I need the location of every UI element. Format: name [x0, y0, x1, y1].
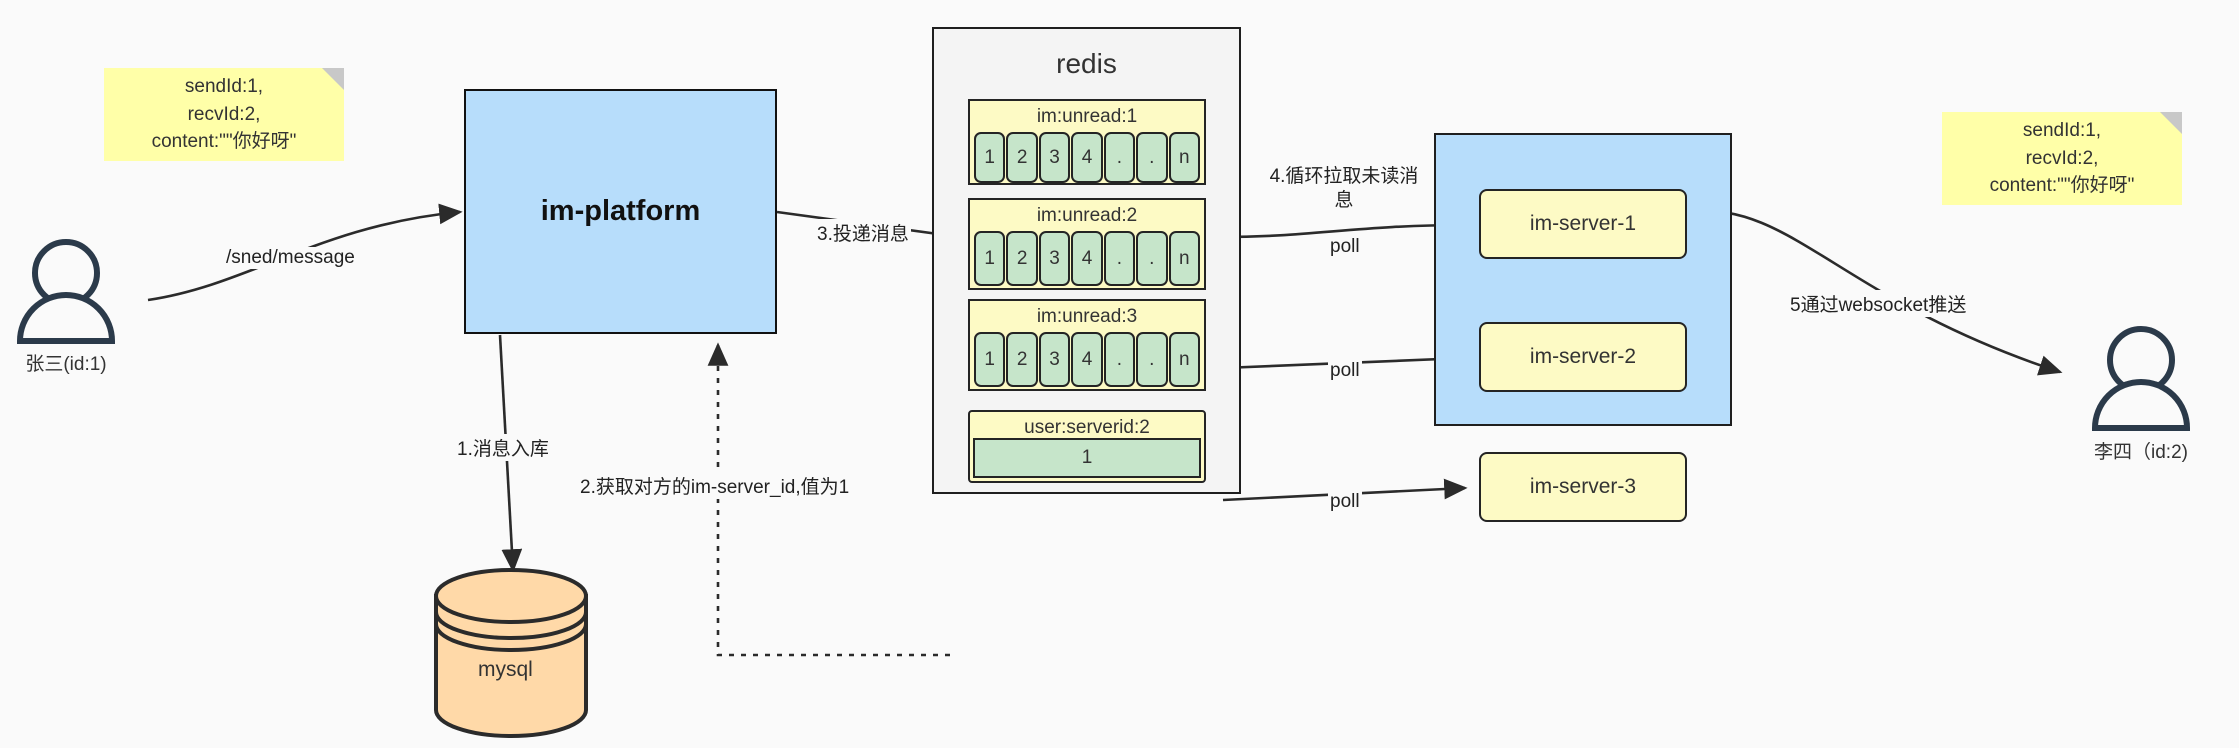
note-left-line2: recvId:2,	[187, 103, 261, 125]
note-left-line3: content:""你好呀"	[151, 131, 297, 153]
queue-cell: .	[1136, 231, 1168, 286]
sticky-note-left: sendId:1, recvId:2, content:""你好呀"	[104, 68, 344, 161]
queue-cell: .	[1103, 332, 1136, 387]
edge-label-step4-line1: 4.循环拉取未读消	[1269, 166, 1419, 187]
note-right-line3: content:""你好呀"	[1989, 175, 2135, 197]
redis-queue-2-cells: 1 2 3 4 . . n	[974, 332, 1200, 387]
redis-queue-1[interactable]: im:unread:2 1 2 3 4 . . n	[968, 198, 1206, 290]
queue-cell: 2	[1006, 332, 1038, 387]
queue-cell: n	[1168, 332, 1200, 387]
im-server-2-node[interactable]: im-server-2	[1479, 322, 1687, 392]
sticky-note-right: sendId:1, recvId:2, content:""你好呀"	[1942, 112, 2182, 205]
redis-queue-0[interactable]: im:unread:1 1 2 3 4 . . n	[968, 99, 1206, 185]
redis-queue-2-key: im:unread:3	[1036, 306, 1138, 327]
queue-cell: 3	[1038, 231, 1071, 286]
queue-cell: 4	[1071, 231, 1103, 286]
queue-cell: 4	[1071, 132, 1103, 183]
queue-cell: .	[1136, 332, 1168, 387]
edge-label-step4: 4.循环拉取未读消 息	[1262, 165, 1426, 213]
queue-cell: 3	[1038, 132, 1071, 183]
edge-label-step1: 1.消息入库	[455, 434, 551, 461]
im-platform-node[interactable]: im-platform	[464, 89, 777, 334]
redis-queue-2[interactable]: im:unread:3 1 2 3 4 . . n	[968, 299, 1206, 391]
edge-label-step4-line2: 息	[1334, 189, 1354, 211]
queue-cell: .	[1103, 132, 1136, 183]
queue-cell: 2	[1006, 132, 1038, 183]
redis-queue-0-cells: 1 2 3 4 . . n	[974, 132, 1200, 183]
actor-receiver-label: 李四（id:2)	[2094, 442, 2188, 463]
actor-sender-label: 张三(id:1)	[25, 354, 107, 375]
edge-fetch-serverid	[707, 342, 950, 657]
queue-cell: n	[1168, 132, 1200, 183]
queue-cell: 1	[974, 231, 1006, 286]
queue-cell: 1	[974, 332, 1006, 387]
note-left-line1: sendId:1,	[184, 76, 264, 98]
edge-label-poll-1: poll	[1328, 236, 1362, 258]
note-right-line2: recvId:2,	[2025, 147, 2099, 169]
edge-label-poll-2: poll	[1328, 360, 1362, 382]
redis-kv-value: 1	[973, 438, 1201, 478]
redis-queue-0-key: im:unread:1	[1036, 106, 1138, 127]
edge-label-step3: 3.投递消息	[815, 219, 911, 246]
edge-label-step2: 2.获取对方的im-server_id,值为1	[578, 472, 852, 499]
note-fold-icon	[2160, 112, 2182, 134]
im-server-1-node[interactable]: im-server-1	[1479, 189, 1687, 259]
queue-cell: .	[1136, 132, 1168, 183]
im-server-3-node[interactable]: im-server-3	[1479, 452, 1687, 522]
note-right-line1: sendId:1,	[2022, 120, 2102, 142]
redis-queue-1-cells: 1 2 3 4 . . n	[974, 231, 1200, 286]
queue-cell: 4	[1071, 332, 1103, 387]
queue-cell: 3	[1038, 332, 1071, 387]
queue-cell: 2	[1006, 231, 1038, 286]
edge-label-step5: 5通过websocket推送	[1788, 290, 1969, 317]
queue-cell: n	[1168, 231, 1200, 286]
queue-cell: .	[1103, 231, 1136, 286]
redis-queue-1-key: im:unread:2	[1036, 205, 1138, 226]
edge-label-send-message: /sned/message	[224, 247, 357, 269]
redis-kv-entry[interactable]: user:serverid:2 1	[968, 410, 1206, 483]
note-fold-icon	[322, 68, 344, 90]
queue-cell: 1	[974, 132, 1006, 183]
edge-label-poll-3: poll	[1328, 491, 1362, 513]
redis-title: redis	[1056, 48, 1117, 79]
redis-kv-key: user:serverid:2	[1024, 417, 1150, 438]
mysql-label: mysql	[478, 658, 533, 681]
